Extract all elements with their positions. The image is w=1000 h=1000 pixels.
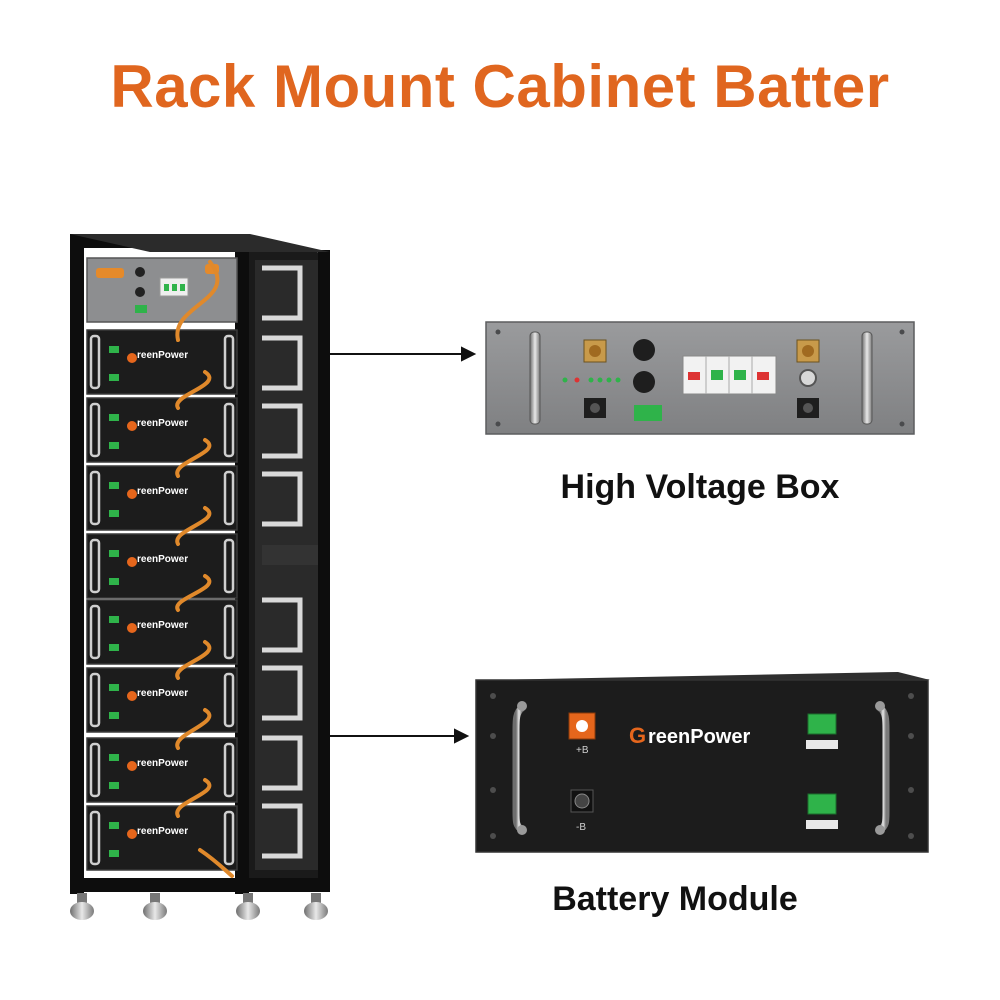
- arrow-right-icon: [330, 346, 477, 744]
- svg-text:reenPower: reenPower: [137, 350, 188, 361]
- side-rails: [262, 265, 303, 859]
- cable-icon: [175, 260, 234, 878]
- handle-icon: [512, 704, 890, 834]
- svg-text:reenPower: reenPower: [137, 418, 188, 429]
- connector-icon: [806, 713, 838, 829]
- positive-terminal: [568, 712, 596, 740]
- brand-logo-letter: G: [629, 723, 646, 748]
- cabinet-module-logos: reenPower reenPower reenPower reenPower …: [137, 350, 188, 837]
- cabinet-battery-modules: [85, 328, 239, 872]
- svg-text:reenPower: reenPower: [137, 554, 188, 565]
- handle-icon: [529, 331, 873, 425]
- brand-logo-text: reenPower: [648, 726, 750, 748]
- page-title: Rack Mount Cabinet Batter: [110, 53, 890, 120]
- negative-terminal-label: -B: [576, 822, 586, 833]
- rack-cabinet: reenPower reenPower reenPower reenPower …: [70, 234, 330, 920]
- svg-text:reenPower: reenPower: [137, 758, 188, 769]
- led-indicators: [562, 377, 621, 383]
- svg-text:reenPower: reenPower: [137, 688, 188, 699]
- breaker-icon: [682, 355, 777, 395]
- negative-terminal: [570, 789, 594, 813]
- positive-terminal-label: +B: [576, 745, 589, 756]
- svg-text:reenPower: reenPower: [137, 620, 188, 631]
- high-voltage-box-label: High Voltage Box: [560, 468, 840, 506]
- svg-text:reenPower: reenPower: [137, 486, 188, 497]
- foot-icon: [70, 893, 328, 920]
- cabinet-hv-box: [86, 257, 238, 323]
- battery-module-label: Battery Module: [552, 880, 798, 918]
- svg-text:reenPower: reenPower: [137, 826, 188, 837]
- brand-logo: G reenPower: [629, 723, 750, 748]
- high-voltage-box: [485, 321, 915, 435]
- battery-module: +B -B G reenPower: [475, 672, 930, 853]
- connector-icon: [583, 339, 820, 421]
